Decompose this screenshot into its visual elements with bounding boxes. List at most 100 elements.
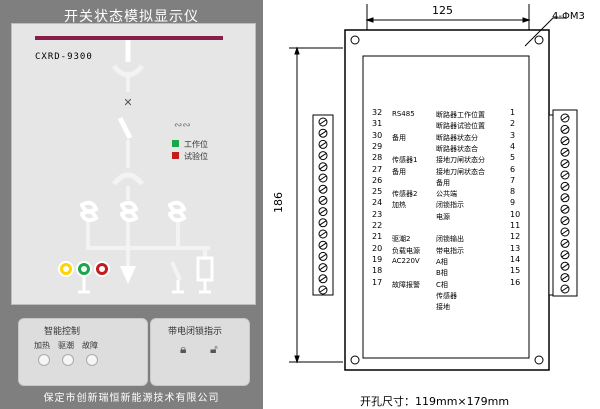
right-terminal-label: 断路器工作位置: [436, 111, 485, 119]
left-terminal-num: 23: [372, 209, 383, 219]
ct-coil-mid: [119, 200, 139, 223]
arrester-icon: [196, 256, 214, 282]
right-terminal-num: 7: [510, 175, 516, 185]
inner-outline: [362, 55, 530, 359]
left-terminal-num: 17: [372, 277, 383, 287]
right-terminal-num: 10: [510, 209, 521, 219]
control-label-heat: 加热: [34, 341, 50, 350]
dimension-drawing: [289, 4, 578, 371]
height-dimension: 186: [272, 192, 285, 213]
left-terminal-num: 26: [372, 175, 383, 185]
left-terminal-num: 27: [372, 164, 383, 174]
right-terminal-label: 闭锁指示: [436, 201, 464, 210]
right-terminal-num: 11: [510, 221, 521, 230]
left-terminal-num: 32: [372, 108, 383, 117]
right-terminal-label: 接地刀闸状态分: [436, 156, 485, 165]
left-terminal-num: 22: [372, 221, 383, 230]
right-terminal-label: 接地: [436, 303, 450, 312]
left-terminal-label: 驱潮2: [392, 235, 411, 244]
left-terminal-label: 备用: [392, 167, 406, 176]
lock-closed-icon: 🔒︎: [180, 342, 187, 356]
hole-spec: 4-ΦM3: [552, 11, 585, 22]
mount-hole-tr: [534, 35, 544, 45]
fault-led: [86, 354, 98, 366]
left-terminal-num: 31: [372, 119, 383, 129]
mount-hole-bl: [350, 355, 360, 365]
left-terminal-label: 负载电源: [392, 246, 420, 255]
legend-symbol: ∾∾: [174, 120, 191, 131]
legend-red-swatch: [172, 152, 179, 159]
mount-hole-br: [534, 355, 544, 365]
dehumid-led: [62, 354, 74, 366]
heat-led: [38, 354, 50, 366]
legend-label-test: 试验位: [184, 152, 208, 161]
right-terminal-num: 3: [510, 130, 516, 140]
left-terminal-num: 29: [372, 141, 383, 151]
left-terminal-num: 18: [372, 266, 383, 276]
right-terminal-num: 4: [510, 141, 516, 151]
right-terminal-num: 6: [510, 164, 516, 174]
right-terminal-label: 接地刀闸状态合: [436, 167, 485, 176]
load-arrow-icon: [120, 266, 136, 284]
left-terminal-label: 传感器2: [392, 190, 418, 199]
cutout-size: 开孔尺寸：119mm×179mm: [360, 395, 510, 408]
right-terminal-label: 断路器试验位置: [436, 122, 485, 131]
left-terminal-num: 19: [372, 254, 383, 264]
left-terminal-num: 24: [372, 198, 383, 208]
right-terminal-num: 14: [510, 254, 521, 264]
control-label-fault: 故障: [82, 341, 98, 350]
right-terminal-num: 8: [510, 187, 516, 197]
width-dimension: 125: [432, 4, 453, 17]
ct-coil-right: [167, 200, 187, 223]
left-terminal-num: 25: [372, 187, 383, 197]
right-terminal-num: 13: [510, 243, 521, 253]
smart-control-title: 智能控制: [44, 327, 81, 337]
legend-label-work: 工作位: [184, 140, 208, 149]
breaker-cross-icon: ✕: [123, 96, 132, 109]
lock-indicator-title: 带电闭锁指示: [168, 327, 223, 337]
legend-green-swatch: [172, 140, 179, 147]
right-terminal-num: 15: [510, 266, 521, 276]
right-terminal-label: C相: [436, 280, 448, 289]
left-terminal-label: 故障报警: [392, 280, 420, 289]
left-terminal-num: 20: [372, 243, 383, 253]
right-terminal-label: 断路器状态合: [436, 144, 478, 153]
left-terminal-num: 28: [372, 153, 383, 163]
right-terminal-label: 闭锁输出: [436, 235, 464, 244]
left-terminal-label: 传感器1: [392, 156, 418, 165]
busbar: [35, 36, 223, 40]
right-terminal-label: 断路器状态分: [436, 133, 478, 142]
ct-coil-left: [79, 200, 99, 223]
mount-hole-tl: [350, 35, 360, 45]
left-terminal-label: RS485: [392, 110, 415, 118]
breaker-switch: [117, 116, 133, 140]
mimic-diagram: ✕ ∾∾: [35, 36, 223, 294]
right-terminal-label: 传感器: [436, 291, 457, 300]
left-terminal-num: 30: [372, 130, 383, 140]
device-title: 开关状态模拟显示仪: [64, 9, 199, 25]
mimic-panel: [11, 23, 256, 305]
left-terminal-strip: [312, 114, 334, 296]
right-terminal-label: 电源: [436, 212, 450, 221]
right-terminal-label: 备用: [436, 178, 450, 187]
right-terminal-num: 2: [510, 119, 516, 129]
lock-indicator-panel: [150, 318, 250, 386]
left-terminal-num: 21: [372, 232, 383, 242]
right-terminal-num: 12: [510, 232, 521, 242]
right-terminal-label: 带电指示: [436, 246, 464, 255]
left-terminal-label: AC220V: [392, 256, 420, 265]
lock-open-icon: 🔓︎: [210, 342, 218, 356]
left-terminal-label: 加热: [392, 201, 406, 210]
company-name: 保定市创新瑞恒新能源技术有限公司: [43, 393, 220, 404]
right-terminal-label: A相: [436, 257, 448, 266]
smart-control-panel: [18, 318, 148, 386]
display-device: 开关状态模拟显示仪 ✕ ∾∾: [0, 0, 263, 409]
control-label-dehumid: 驱潮: [58, 341, 74, 350]
right-terminal-label: B相: [436, 269, 448, 278]
plug-arc-2: [112, 172, 144, 186]
right-terminal-num: 5: [510, 153, 516, 163]
right-terminal-num: 1: [510, 108, 516, 117]
model-label: CXRD-9300: [35, 52, 93, 62]
right-terminal-num: 9: [510, 198, 516, 208]
right-terminal-label: 公共端: [436, 190, 457, 199]
